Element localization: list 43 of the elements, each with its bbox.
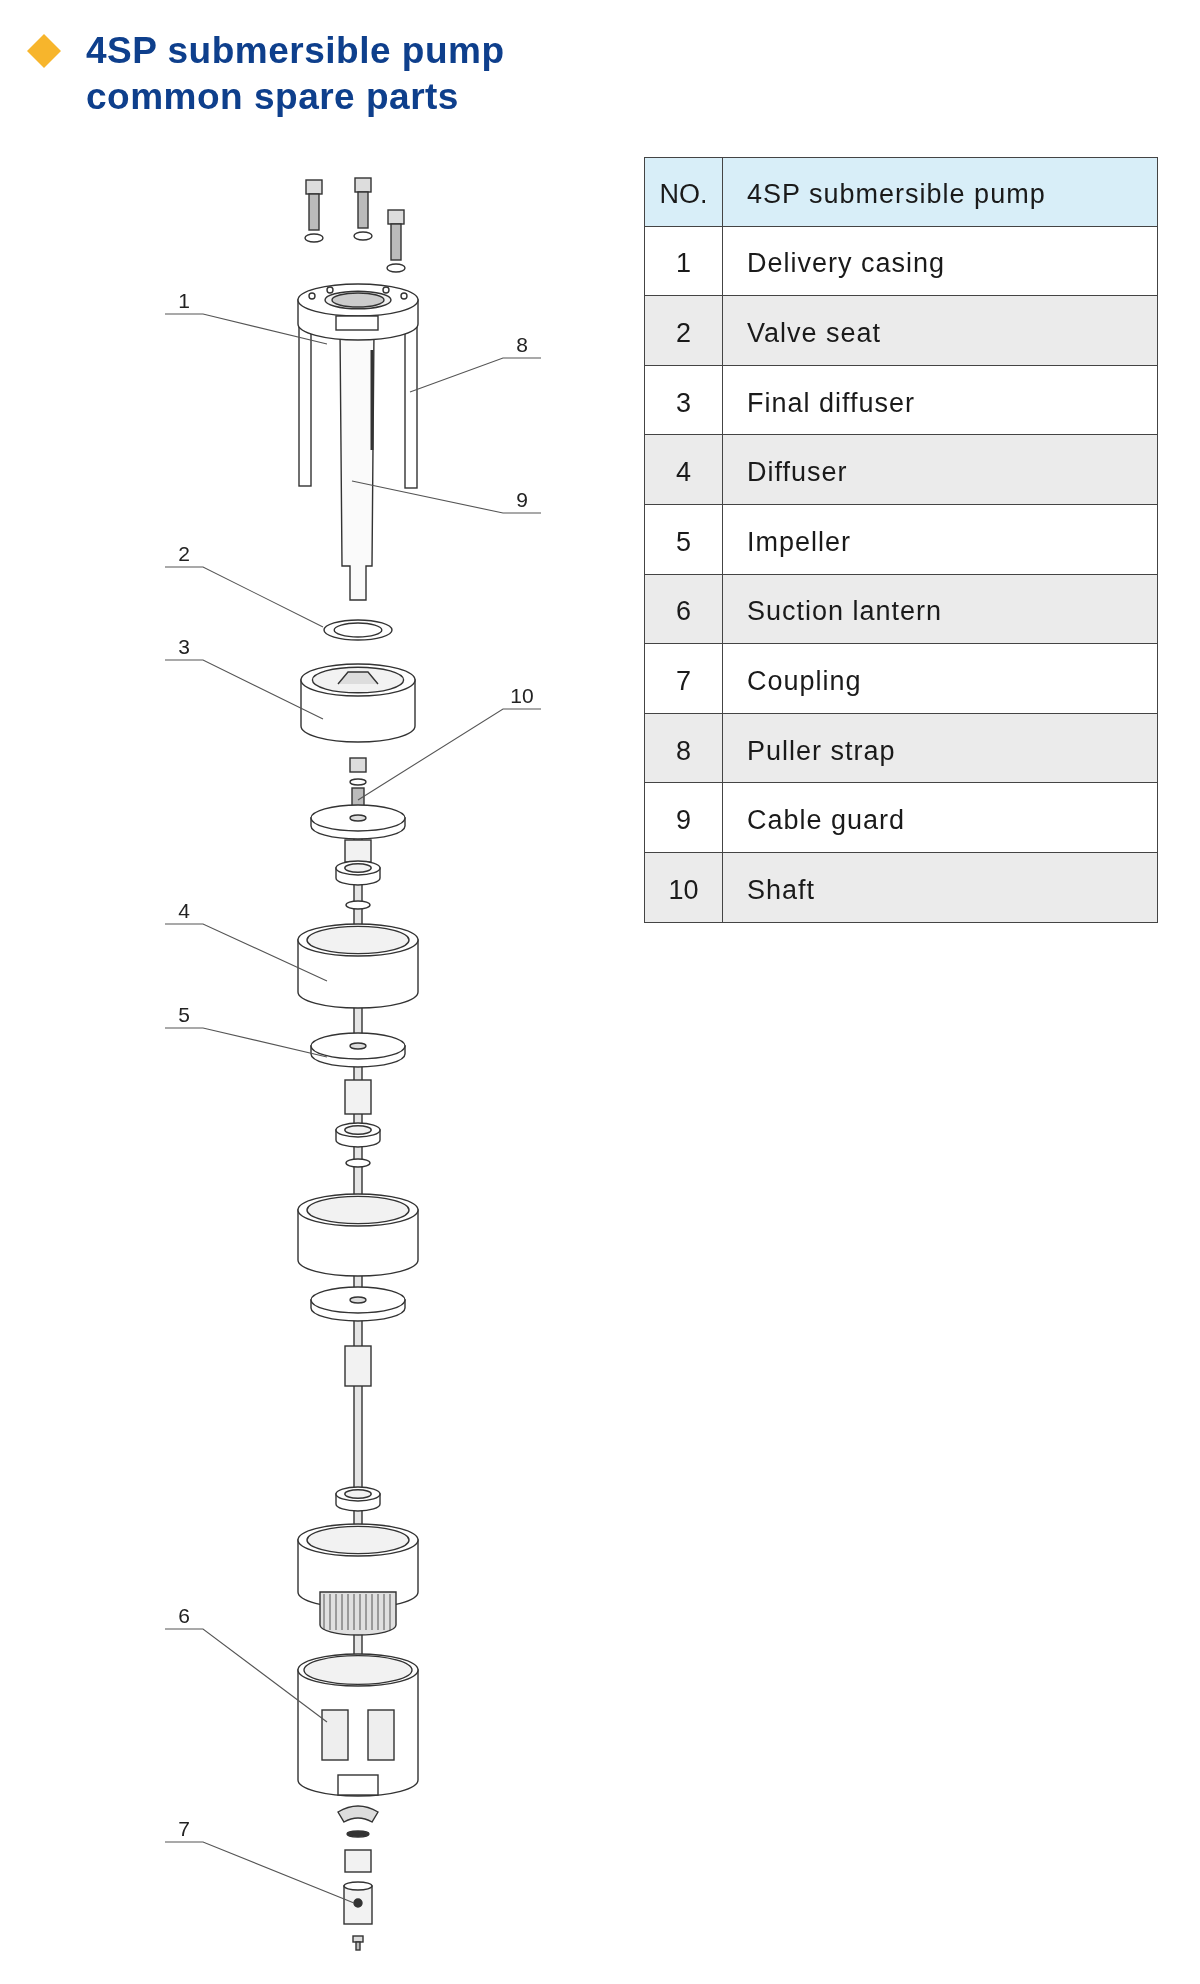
- table-cell: 6: [644, 574, 723, 645]
- table-cell: Shaft: [723, 853, 1158, 923]
- leader-line: [164, 1628, 328, 1723]
- table-cell: Valve seat: [723, 296, 1158, 366]
- leader-line: [357, 708, 542, 801]
- table-cell: 2: [644, 296, 723, 366]
- table-cell: Suction lantern: [723, 574, 1158, 645]
- table-cell: NO.: [644, 157, 723, 227]
- table-cell: 3: [644, 365, 723, 436]
- leader-line: [409, 357, 542, 393]
- callout-number: 4: [165, 898, 203, 924]
- leader-line: [164, 566, 324, 628]
- leader-line: [164, 1027, 328, 1058]
- table-cell: 9: [644, 783, 723, 853]
- callout-number: 6: [165, 1603, 203, 1629]
- table-cell: 4: [644, 435, 723, 505]
- leader-line: [164, 923, 328, 982]
- table-cell: 7: [644, 644, 723, 714]
- callout-number: 8: [503, 332, 541, 358]
- table-cell: 10: [644, 853, 723, 923]
- table-cell: 8: [644, 713, 723, 784]
- table-cell: Diffuser: [723, 435, 1158, 505]
- callout-number: 10: [503, 683, 541, 709]
- callout-number: 2: [165, 541, 203, 567]
- title: 4SP submersible pump common spare parts: [86, 29, 506, 119]
- callout-number: 1: [165, 288, 203, 314]
- leader-line: [164, 1841, 355, 1904]
- callout-number: 9: [503, 487, 541, 513]
- table-cell: Delivery casing: [723, 226, 1158, 297]
- callout-number: 5: [165, 1002, 203, 1028]
- table-cell: Impeller: [723, 505, 1158, 575]
- table-cell: Cable guard: [723, 783, 1158, 853]
- table-cell: 1: [644, 226, 723, 297]
- table-cell: 5: [644, 505, 723, 575]
- callout-number: 3: [165, 634, 203, 660]
- table-cell: Puller strap: [723, 713, 1158, 784]
- leader-line: [351, 480, 542, 514]
- table-cell: Final diffuser: [723, 365, 1158, 436]
- table-cell: Coupling: [723, 644, 1158, 714]
- leader-line: [164, 313, 328, 345]
- leader-line: [164, 659, 324, 720]
- table-cell: 4SP submersible pump: [723, 157, 1158, 227]
- callout-number: 7: [165, 1816, 203, 1842]
